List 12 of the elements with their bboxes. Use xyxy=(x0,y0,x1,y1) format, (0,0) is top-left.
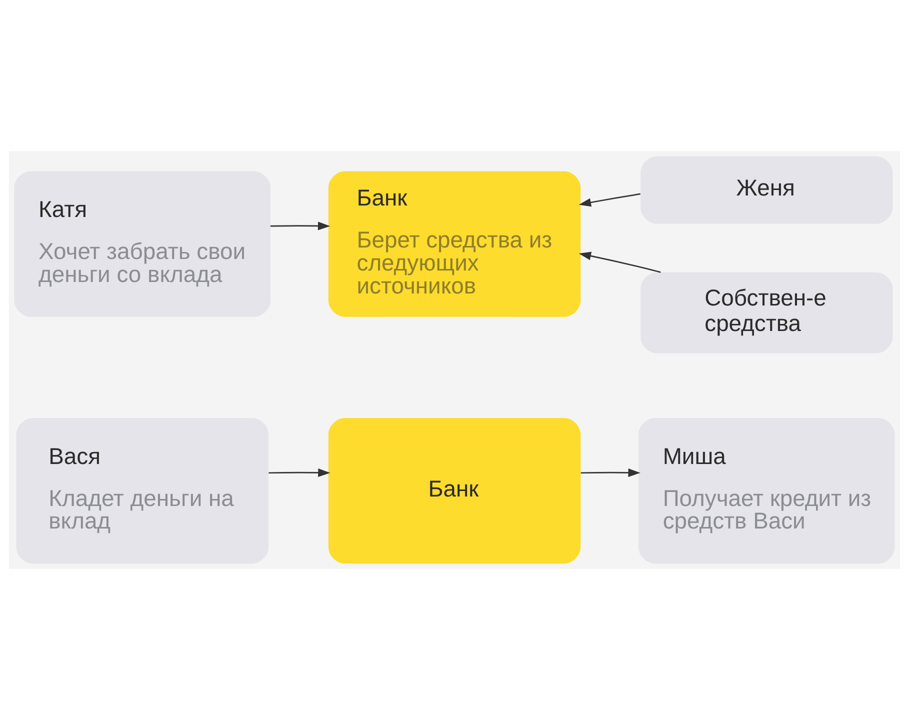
arrow xyxy=(578,193,640,207)
node-box: Женя xyxy=(640,156,893,224)
node-box: Вася Кладет деньги на вклад xyxy=(16,418,268,564)
arrow xyxy=(270,222,330,230)
node-box: Катя Хочет забрать свои деньги со вклада xyxy=(14,171,270,317)
arrow xyxy=(578,252,661,273)
node-box: Банк xyxy=(328,418,581,564)
arrow xyxy=(268,468,330,477)
node-box: Собствен-е средства xyxy=(640,272,893,354)
node-box: Банк Берет средства из следующих источников xyxy=(328,171,581,317)
node-box: Миша Получает кредит из средств Васи xyxy=(638,418,895,564)
arrow xyxy=(580,468,640,477)
